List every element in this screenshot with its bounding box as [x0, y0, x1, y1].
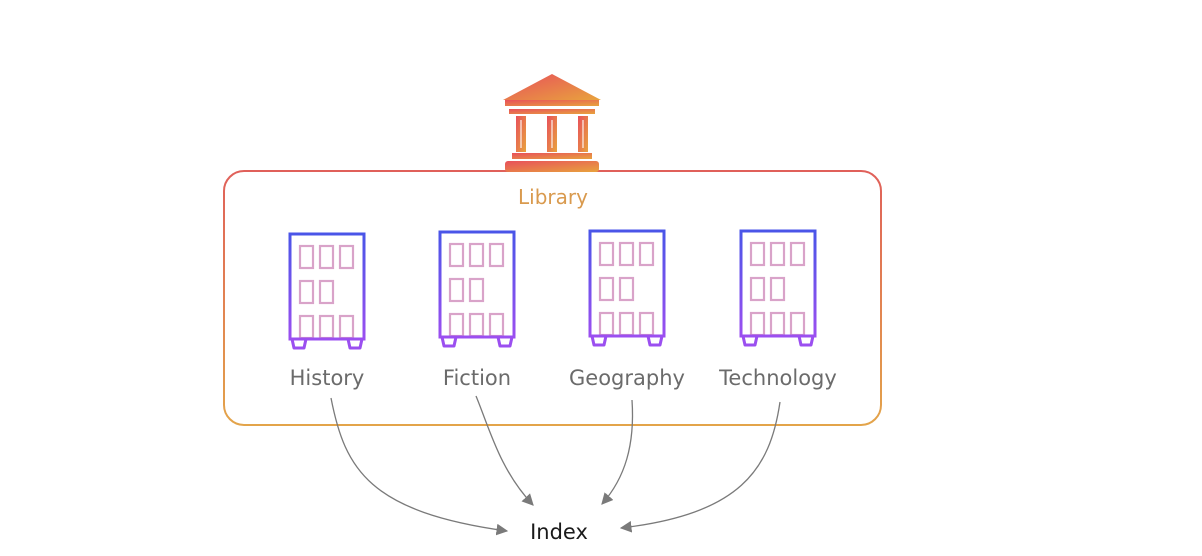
book-icon — [448, 277, 465, 303]
arrow-geography-to-index — [601, 399, 634, 505]
book-icon — [338, 244, 355, 270]
book-icon — [638, 311, 655, 337]
book-icon — [598, 311, 615, 337]
book-icon — [618, 276, 635, 302]
library-label: Library — [518, 185, 588, 209]
book-icon — [769, 241, 786, 267]
bookshelf-icon — [438, 230, 516, 348]
book-icon — [598, 241, 615, 267]
shelf-fiction: Fiction — [438, 230, 516, 390]
book-icon — [318, 279, 335, 305]
bookshelf-icon — [739, 229, 817, 347]
book-icon — [298, 314, 315, 340]
shelf-label: History — [290, 366, 365, 390]
book-icon — [448, 312, 465, 338]
arrow-history-to-index — [330, 397, 509, 536]
book-icon — [468, 277, 485, 303]
book-icon — [618, 311, 635, 337]
book-icon — [769, 311, 786, 337]
bookshelf-icon — [288, 232, 366, 350]
book-icon — [749, 241, 766, 267]
book-icon — [318, 314, 335, 340]
shelf-geography: Geography — [569, 229, 685, 390]
shelf-label: Geography — [569, 366, 685, 390]
book-icon — [468, 242, 485, 268]
book-icon — [749, 311, 766, 337]
book-icon — [638, 241, 655, 267]
book-icon — [598, 276, 615, 302]
book-icon — [338, 314, 355, 340]
bookshelf-icon — [588, 229, 666, 347]
book-icon — [298, 279, 315, 305]
book-icon — [488, 242, 505, 268]
index-label: Index — [530, 520, 588, 544]
book-icon — [789, 241, 806, 267]
book-icon — [769, 276, 786, 302]
book-icon — [789, 311, 806, 337]
arrow-fiction-to-index — [475, 395, 534, 506]
book-icon — [318, 244, 335, 270]
book-icon — [468, 312, 485, 338]
book-icon — [448, 242, 465, 268]
book-icon — [488, 312, 505, 338]
book-icon — [749, 276, 766, 302]
arrows-group — [330, 395, 781, 536]
shelf-label: Fiction — [443, 366, 511, 390]
shelves-group: History Fiction Geography Technology — [288, 229, 837, 390]
shelf-history: History — [288, 232, 366, 390]
arrow-technology-to-index — [619, 401, 781, 533]
book-icon — [618, 241, 635, 267]
library-building-icon-detail — [520, 120, 584, 148]
shelf-label: Technology — [718, 366, 837, 390]
book-icon — [298, 244, 315, 270]
shelf-technology: Technology — [718, 229, 837, 390]
